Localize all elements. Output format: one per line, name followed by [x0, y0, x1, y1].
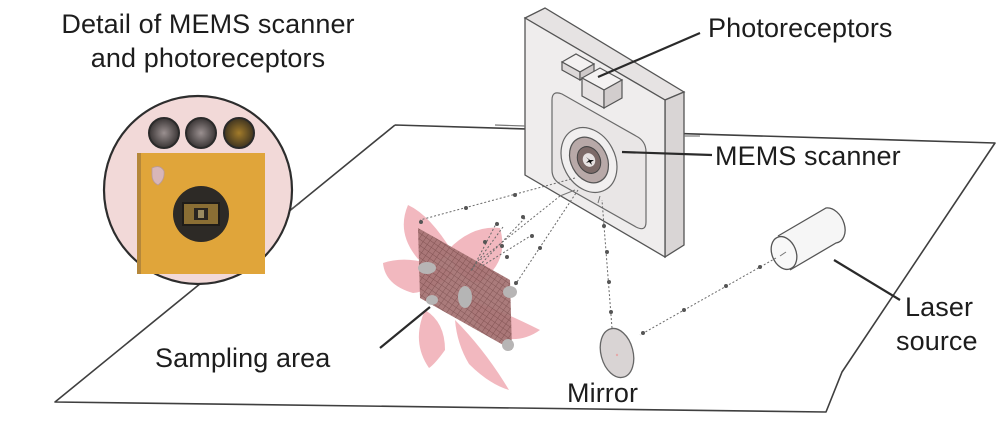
mems-scanner-label: MEMS scanner	[715, 141, 901, 171]
detail-title-line1: Detail of MEMS scanner	[61, 9, 355, 39]
photoreceptor-dot-icon	[185, 117, 217, 149]
photoreceptors-label: Photoreceptors	[708, 13, 893, 43]
sampling-area-label: Sampling area	[155, 343, 331, 373]
inset-connector	[289, 202, 301, 211]
leader-photoreceptors	[597, 31, 701, 79]
laser-source-label-line2: source	[896, 326, 978, 356]
leader-mems-scanner	[621, 150, 713, 157]
floor-plane	[54, 124, 996, 413]
photoreceptors	[560, 53, 624, 110]
leader-lines	[379, 31, 901, 349]
leader-sampling-area	[379, 306, 431, 349]
mems-scanner	[559, 126, 618, 204]
photoreceptor-dot-icon	[148, 117, 180, 149]
mirror	[599, 327, 635, 379]
mems-device	[494, 7, 700, 259]
sampling-area	[383, 205, 540, 390]
mirror-label: Mirror	[567, 378, 639, 408]
photoreceptor-dot-icon	[223, 117, 255, 149]
laser-source	[770, 207, 846, 271]
detail-inset	[102, 94, 294, 286]
beam-dots	[419, 193, 762, 335]
detail-title-line2: and photoreceptors	[90, 43, 326, 73]
laser-source-label-line1: Laser	[905, 292, 974, 322]
leader-laser-source	[833, 259, 901, 301]
beam-paths	[419, 177, 777, 336]
